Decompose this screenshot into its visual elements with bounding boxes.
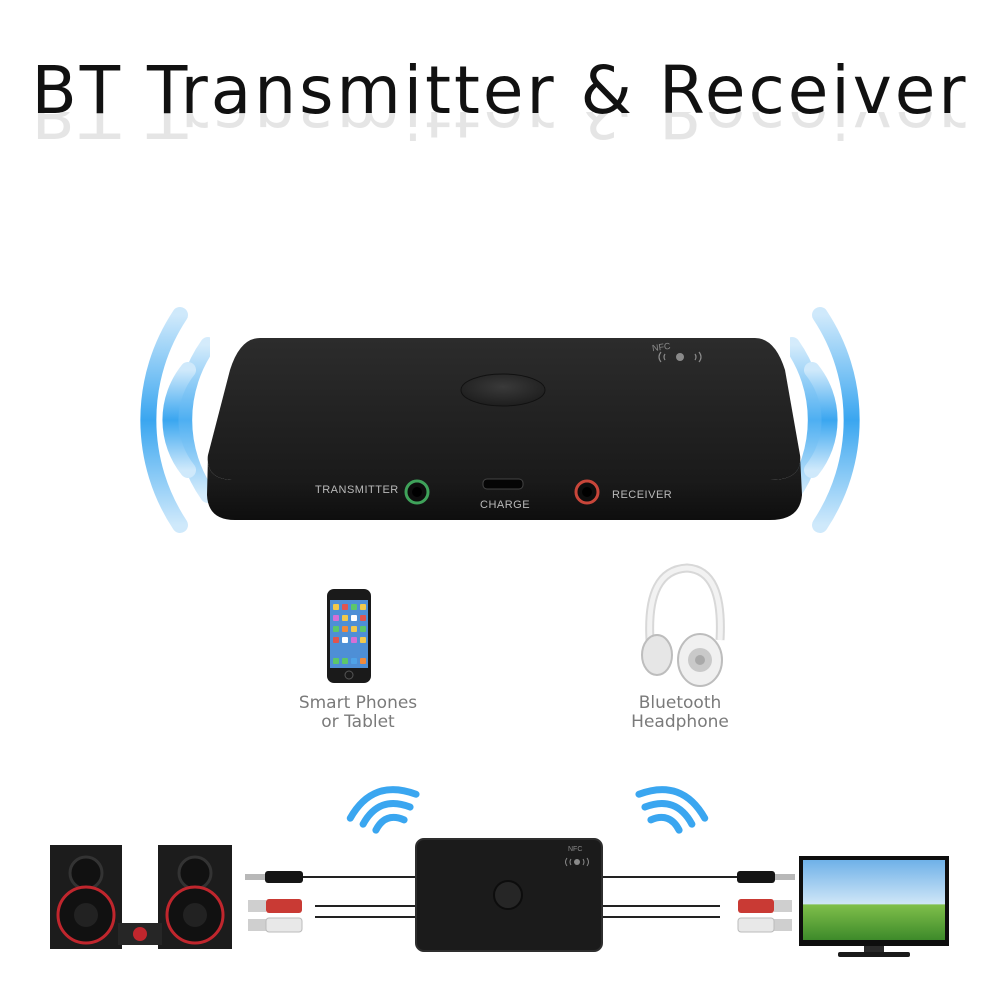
speaker-system-icon [50,845,232,949]
television-icon [799,856,949,957]
small-wifi-waves-left-icon [346,786,420,834]
headphone-caption: Bluetooth Headphone [610,694,750,732]
transmitter-port-label: TRANSMITTER [315,484,399,496]
phone-caption-line2: or Tablet [321,712,395,732]
charge-port-label: CHARGE [480,499,531,511]
small-bluetooth-device-illustration [415,838,603,952]
page-title: BT Transmitter & Receiver [31,52,969,129]
headphone-caption-line2: Headphone [631,712,729,732]
audio-cables-illustration [245,871,795,933]
headphone-icon [641,563,725,687]
phone-caption: Smart Phones or Tablet [288,694,428,732]
signal-waves-right-icon [790,307,860,533]
headphone-caption-line1: Bluetooth [638,693,722,713]
title-reflection: BT Transmitter & Receiver [31,112,969,152]
smartphone-icon [327,589,371,683]
phone-caption-line1: Smart Phones [298,693,418,713]
nfc-icon [658,351,702,363]
small-wifi-waves-right-icon [635,786,709,834]
small-nfc-label: NFC [568,846,583,853]
receiver-port-label: RECEIVER [612,489,673,501]
signal-waves-left-icon [140,307,210,533]
bluetooth-device-illustration [207,338,802,520]
